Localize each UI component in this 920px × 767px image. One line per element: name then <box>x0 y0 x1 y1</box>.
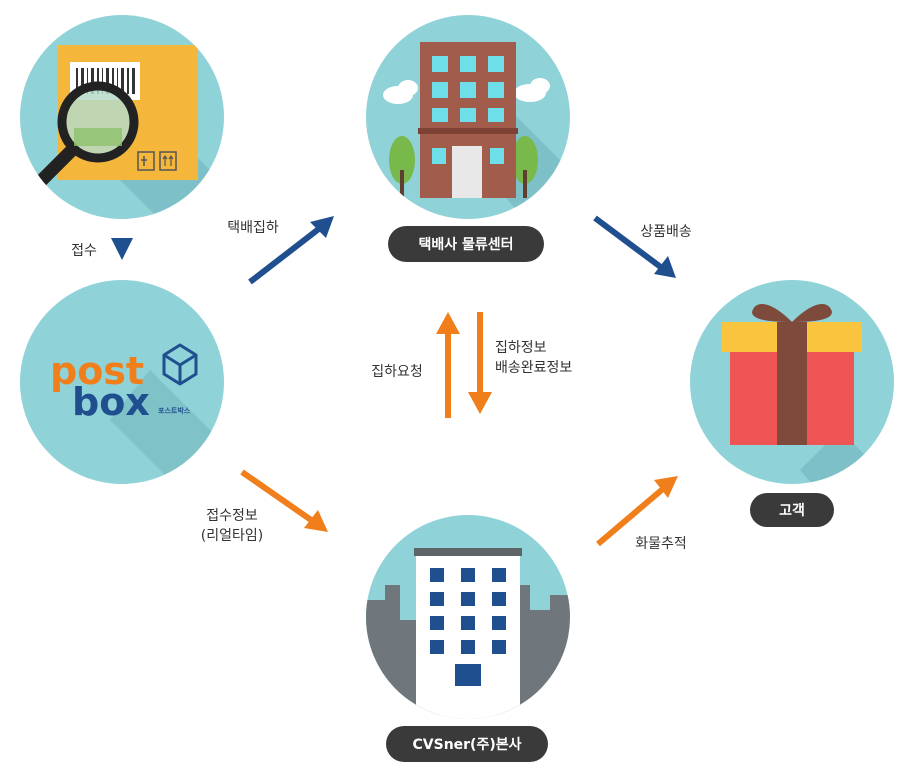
postbox-logo-box: box <box>72 380 150 424</box>
courier-center-node <box>366 15 620 240</box>
hq-label: CVSner(주)본사 <box>413 737 522 753</box>
tracking-arrow <box>598 476 678 544</box>
pickup-info-line1: 집하정보 <box>495 340 547 356</box>
customer-label: 고객 <box>779 502 805 519</box>
postbox-node: post box 포스트박스 <box>20 280 260 500</box>
pickup-label: 택배집하 <box>227 220 279 236</box>
receipt-info-line2: (리얼타임) <box>201 528 263 544</box>
receipt-label: 접수 <box>71 243 97 259</box>
courier-center-label: 택배사 물류센터 <box>418 236 513 253</box>
delivery-label: 상품배송 <box>640 224 692 240</box>
pickup-info-line2: 배송완료정보 <box>495 360 572 376</box>
pickup-request-label: 집하요청 <box>371 364 423 380</box>
courier-center-pill: 택배사 물류센터 <box>388 226 544 262</box>
hq-pill: CVSner(주)본사 <box>386 726 548 762</box>
office-building-icon <box>418 42 518 198</box>
package-inspect-node <box>20 15 260 260</box>
receipt-arrow <box>111 238 133 260</box>
receipt-info-line1: 접수정보 <box>206 508 258 524</box>
hq-node <box>366 515 570 720</box>
pickup-request-arrow <box>436 312 460 418</box>
gift-box-icon <box>722 304 862 445</box>
tracking-label: 화물추적 <box>635 536 687 552</box>
postbox-logo-subtext: 포스트박스 <box>158 406 191 415</box>
pickup-info-arrow <box>468 312 492 414</box>
office-tower-icon <box>414 548 522 720</box>
customer-pill: 고객 <box>750 493 834 527</box>
down-triangle-icon <box>111 238 133 260</box>
